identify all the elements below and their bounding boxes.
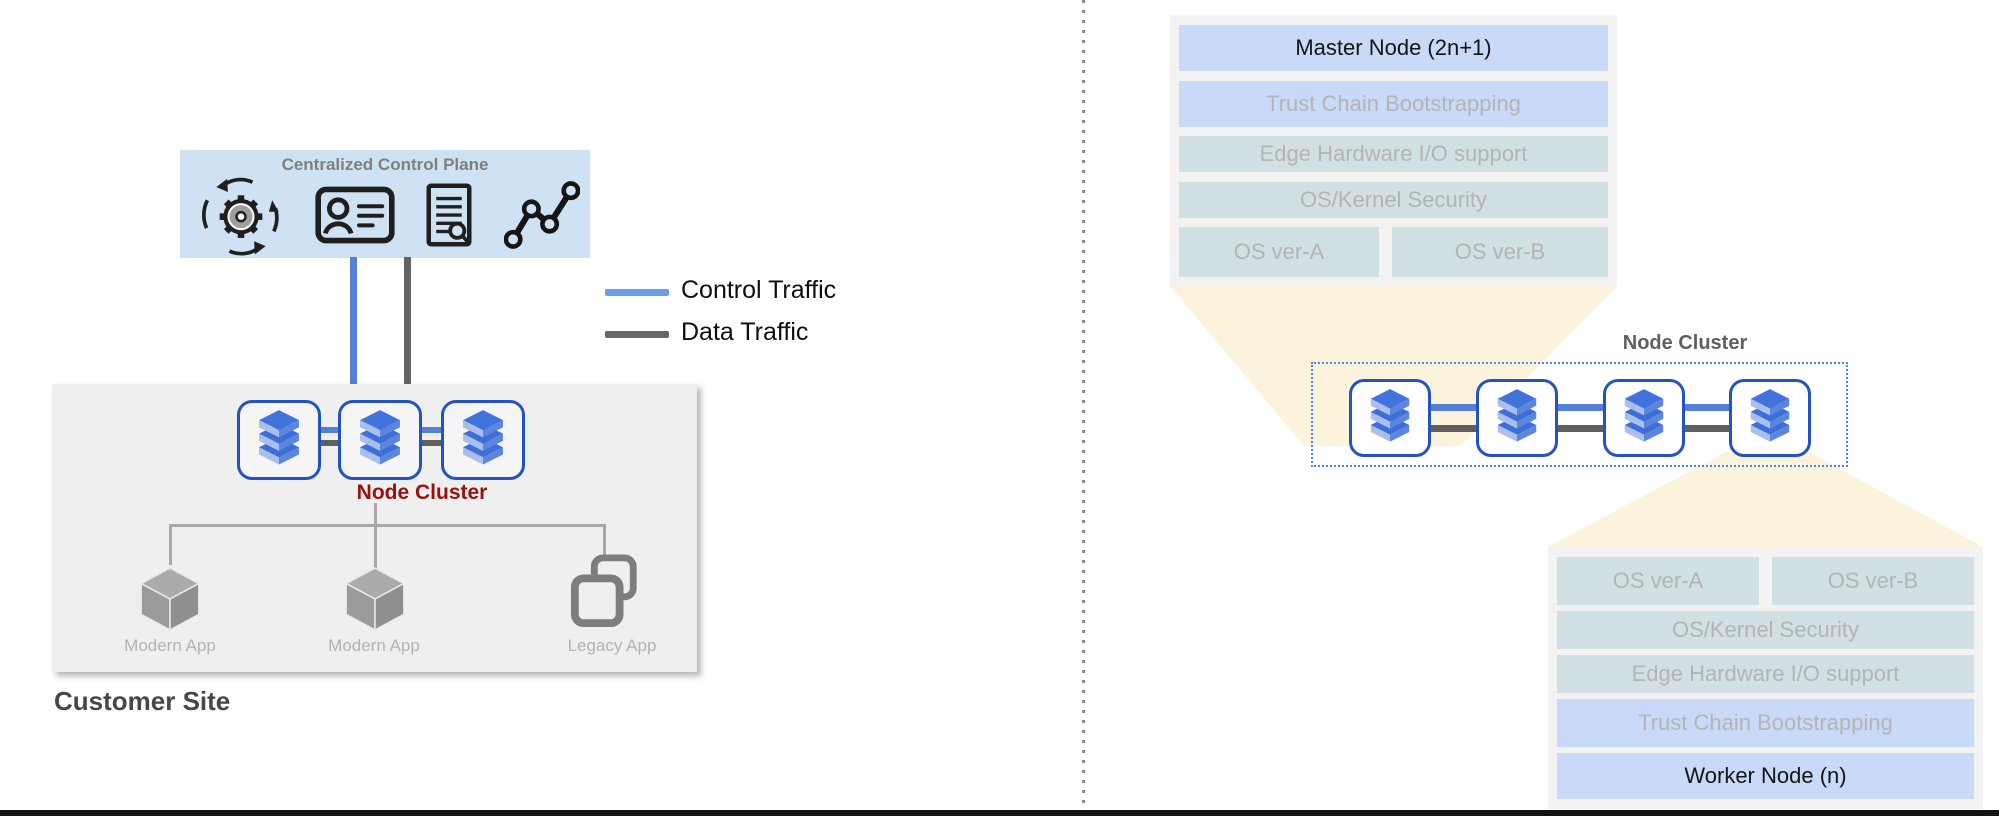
right-cluster-control-link [1386,404,1768,411]
cluster-node [1476,379,1558,457]
stack-row-edge-hw: Edge Hardware I/O support [1179,136,1608,172]
stack-row-os-kernel: OS/Kernel Security [1557,611,1974,649]
app-label: Legacy App [567,636,657,655]
slide-bottom-edge [0,810,1999,816]
modern-app-cube-icon [137,564,203,634]
legend-control-label: Control Traffic [681,276,837,304]
modern-app-cube-icon [342,564,408,634]
cluster-node [1729,379,1811,457]
stack-row-master-node: Master Node (2n+1) [1179,25,1608,71]
control-plane-icons [194,176,584,254]
stack-row-os-kernel: OS/Kernel Security [1179,181,1608,218]
control-traffic-line [350,257,357,385]
cluster-node [338,400,422,480]
node-stack-icon [1362,389,1418,447]
legend-control-swatch [605,289,669,296]
tree-drop-right [603,524,606,556]
node-stack-icon [1616,389,1672,447]
node-stack-icon [351,410,409,470]
legend-data-swatch [605,331,669,338]
metrics-graph-icon [504,180,580,250]
node-stack-icon [1742,389,1798,447]
cluster-node [1603,379,1685,457]
tree-horizontal [169,524,605,527]
stack-cell-os-ver-a: OS ver-A [1557,557,1759,605]
stack-cell-os-ver-b: OS ver-B [1392,227,1608,277]
customer-site-title: Customer Site [54,686,231,716]
cluster-node [237,400,321,480]
stack-row-os-versions: OS ver-A OS ver-B [1557,557,1974,605]
right-node-cluster-label: Node Cluster [1622,332,1748,354]
automation-gear-icon [198,174,284,256]
cluster-node [1349,379,1431,457]
node-stack-icon [250,410,308,470]
stack-row-worker-node: Worker Node (n) [1557,753,1974,799]
right-cluster-data-link [1386,425,1768,432]
stack-row-trust-chain: Trust Chain Bootstrapping [1179,80,1608,127]
app-label: Modern App [124,636,216,655]
tree-stem [374,503,377,524]
tree-drop-middle [374,524,377,586]
cluster-node [441,400,525,480]
stack-row-os-versions: OS ver-A OS ver-B [1179,227,1608,277]
node-cluster-label: Node Cluster [356,481,488,504]
audit-document-icon [425,178,473,252]
app-label: Modern App [328,636,420,655]
legend-data-label: Data Traffic [681,318,809,346]
node-stack-icon [454,410,512,470]
worker-node-stack: OS ver-A OS ver-B OS/Kernel Security Edg… [1548,547,1983,809]
dotted-divider [1082,0,1085,816]
customer-site-box: Node Cluster Modern App Modern App Legac… [52,384,697,672]
legacy-app-windows-icon [568,554,642,628]
stack-row-trust-chain: Trust Chain Bootstrapping [1557,699,1974,747]
node-stack-icon [1489,389,1545,447]
tree-drop-left [169,524,172,565]
right-node-cluster-box [1311,362,1848,467]
stack-row-edge-hw: Edge Hardware I/O support [1557,655,1974,693]
control-plane-box: Centralized Control Plane [180,150,590,258]
identity-card-icon [315,184,395,246]
master-node-stack: Master Node (2n+1) Trust Chain Bootstrap… [1170,15,1617,287]
control-plane-title: Centralized Control Plane [281,155,489,174]
stack-cell-os-ver-a: OS ver-A [1179,227,1379,277]
data-traffic-line [404,257,411,385]
stack-cell-os-ver-b: OS ver-B [1772,557,1974,605]
